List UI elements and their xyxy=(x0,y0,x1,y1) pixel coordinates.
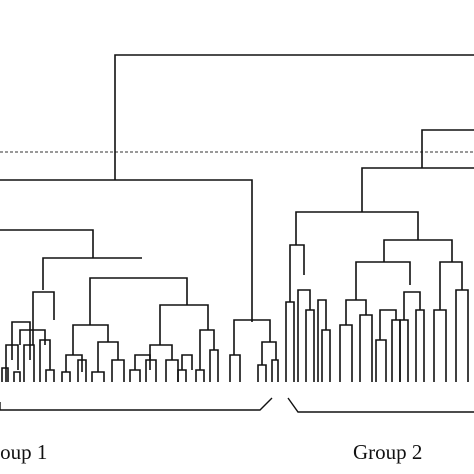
group-2-label: Group 2 xyxy=(353,440,423,464)
tree-links xyxy=(0,54,474,382)
group-1-label: Group 1 xyxy=(0,440,48,464)
group-brackets xyxy=(0,397,474,413)
